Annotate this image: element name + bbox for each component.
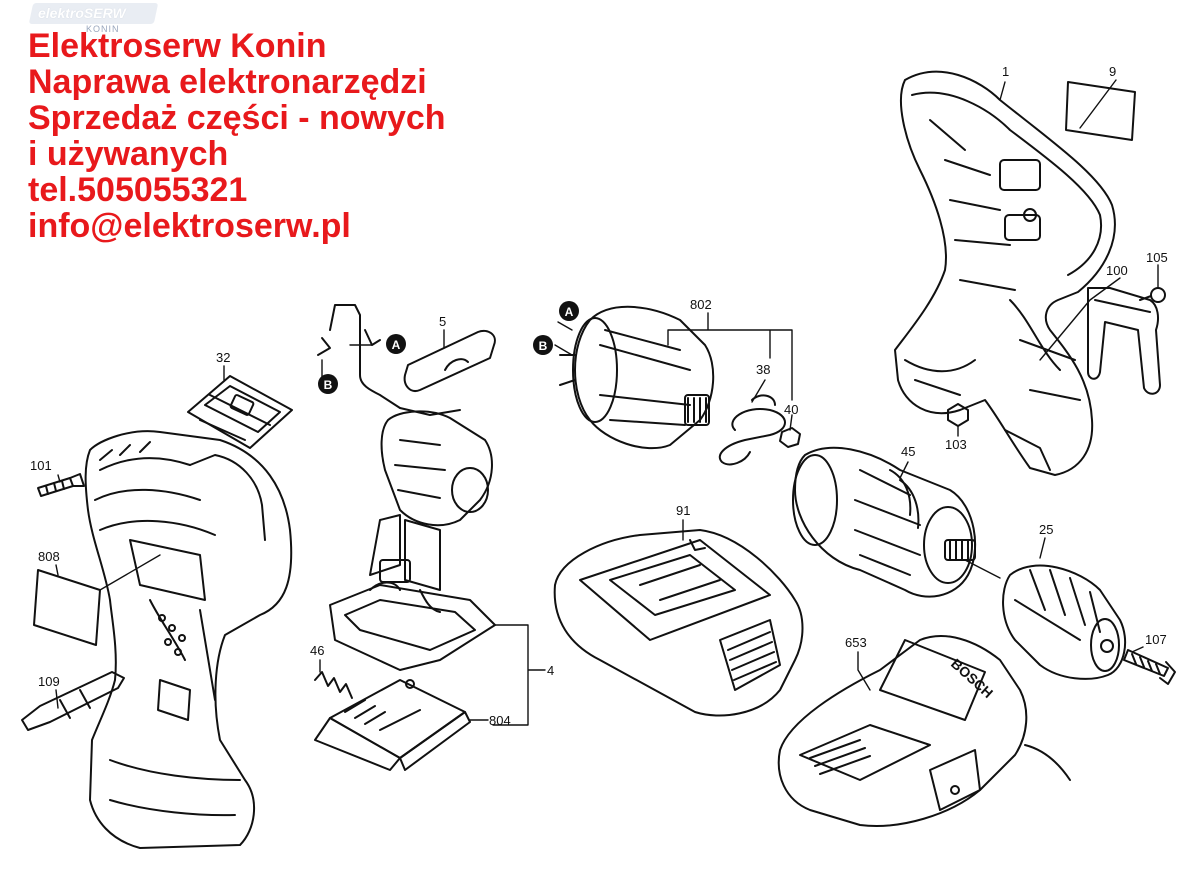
advert-line-phone: tel.505055321 [28,171,248,209]
part-105-screw [1139,287,1166,303]
shop-advert-text: Elektroserw Konin Naprawa elektronarzędz… [28,28,446,244]
part-46-spring [314,671,353,699]
part-91-battery [553,529,804,717]
svg-text:B: B [539,339,548,353]
part-label-101: 101 [30,458,52,473]
part-label-46: 46 [310,643,324,658]
svg-text:A: A [565,305,574,319]
part-5-cover [403,329,496,392]
part-label-802: 802 [690,297,712,312]
part-label-38: 38 [756,362,770,377]
part-label-804: 804 [489,713,511,728]
part-label-808: 808 [38,549,60,564]
advert-line-company: Elektroserw Konin [28,27,327,65]
part-label-1: 1 [1002,64,1009,79]
part-label-25: 25 [1039,522,1053,537]
part-label-40: 40 [784,402,798,417]
watermark-logo-subtitle: KONIN [86,24,120,34]
part-label-5: 5 [439,314,446,329]
part-label-653: 653 [845,635,867,650]
part-9-label [1065,81,1136,141]
part-32-switch [187,375,293,449]
part-label-4: 4 [547,663,554,678]
part-label-109: 109 [38,674,60,689]
part-653-charger [777,635,1071,827]
advert-line-email: info@elektroserw.pl [28,207,351,245]
left-housing-half [84,430,293,849]
part-label-32: 32 [216,350,230,365]
connector-marker-b-harness: B [318,374,338,394]
part-4-switch-module [329,410,496,671]
charger-brand: BOSCH [948,655,996,701]
connector-marker-b-motor: B [533,335,553,355]
connector-marker-a-harness: A [386,334,406,354]
part-45-gearbox [792,446,977,598]
part-label-45: 45 [901,444,915,459]
advert-line-sales: Sprzedaż części - nowych [28,99,446,137]
part-25-chuck [1002,564,1127,680]
part-100-belt-clip [1087,287,1161,395]
part-label-107: 107 [1145,632,1167,647]
part-107-screw [1123,649,1176,685]
part-label-105: 105 [1146,250,1168,265]
part-label-103: 103 [945,437,967,452]
part-number-labels: 1 9 105 100 103 802 38 40 45 25 107 653 … [30,64,1168,728]
advert-line-service: Naprawa elektronarzędzi [28,63,427,101]
connector-marker-a-motor: A [559,301,579,321]
part-109-bit [21,671,125,731]
part-label-100: 100 [1106,263,1128,278]
part-40-nut [779,427,801,448]
part-808-label [33,569,101,646]
part-label-9: 9 [1109,64,1116,79]
svg-text:A: A [392,338,401,352]
watermark-logo-title: elektroSERW [38,5,126,21]
part-1-housing-half [894,70,1116,476]
advert-line-sales-used: i używanych [28,135,229,173]
leader-lines [55,79,1159,726]
part-103-nut [947,403,969,427]
part-label-91: 91 [676,503,690,518]
part-804-board [314,679,471,771]
part-101-screw [37,473,85,497]
svg-text:B: B [324,378,333,392]
part-802-motor [559,305,715,450]
part-38-clip [718,408,786,466]
